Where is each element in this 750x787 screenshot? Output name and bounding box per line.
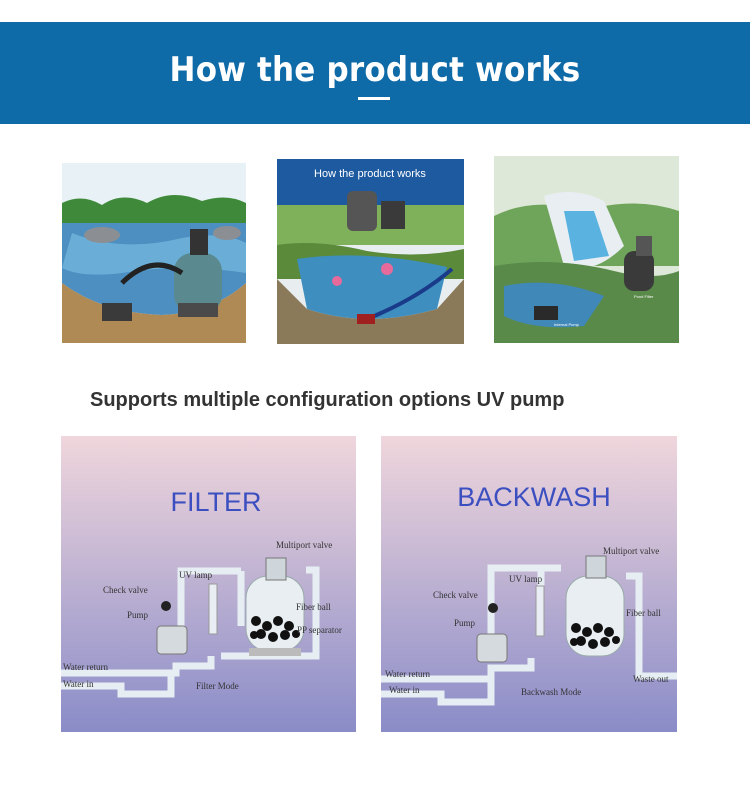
diagram-title: BACKWASH: [457, 482, 611, 512]
label-pump: Pump: [454, 618, 476, 628]
pond-photo-1: [62, 163, 246, 343]
label-check-valve: Check valve: [433, 590, 478, 600]
label-mode: Filter Mode: [196, 681, 239, 691]
label-pp-separator: PP separator: [297, 625, 342, 635]
header-banner: [0, 22, 750, 124]
diagram-title: FILTER: [170, 487, 261, 517]
label-waste-out: Waste out: [633, 674, 669, 684]
label-mode: Backwash Mode: [521, 687, 581, 697]
label-water-return: Water return: [63, 662, 109, 672]
label-multiport-valve: Multiport valve: [603, 546, 659, 556]
label-uv-lamp: UV lamp: [179, 570, 213, 580]
label-multiport-valve: Multiport valve: [276, 540, 332, 550]
label-fiber-ball: Fiber ball: [296, 602, 331, 612]
label-water-in: Water in: [389, 685, 420, 695]
filter-tank: [245, 557, 305, 656]
backwash-mode-diagram: BACKWASH Multiport valve UV lamp Check v…: [381, 436, 677, 732]
label-fiber-ball: Fiber ball: [626, 608, 661, 618]
pond-photo-2: How the product works: [277, 159, 464, 344]
photo-caption: How the product works: [314, 168, 426, 180]
label-water-in: Water in: [63, 679, 94, 689]
label-uv-lamp: UV lamp: [509, 574, 543, 584]
label-pump: Pump: [127, 610, 149, 620]
title-underline: [358, 97, 390, 100]
label-water-return: Water return: [385, 669, 431, 679]
section-subheading: Supports multiple configuration options …: [90, 389, 565, 411]
page-title: How the product works: [169, 50, 581, 90]
photo-label-filter: Pond Filter: [634, 294, 654, 299]
filter-mode-diagram: FILTER Multiport valve UV lamp: [61, 436, 356, 732]
photo-label-pump: Internal Pump: [554, 322, 580, 327]
backwash-tank: [565, 555, 625, 657]
pond-photo-3: Internal Pump Pond Filter: [494, 156, 679, 343]
label-check-valve: Check valve: [103, 585, 148, 595]
